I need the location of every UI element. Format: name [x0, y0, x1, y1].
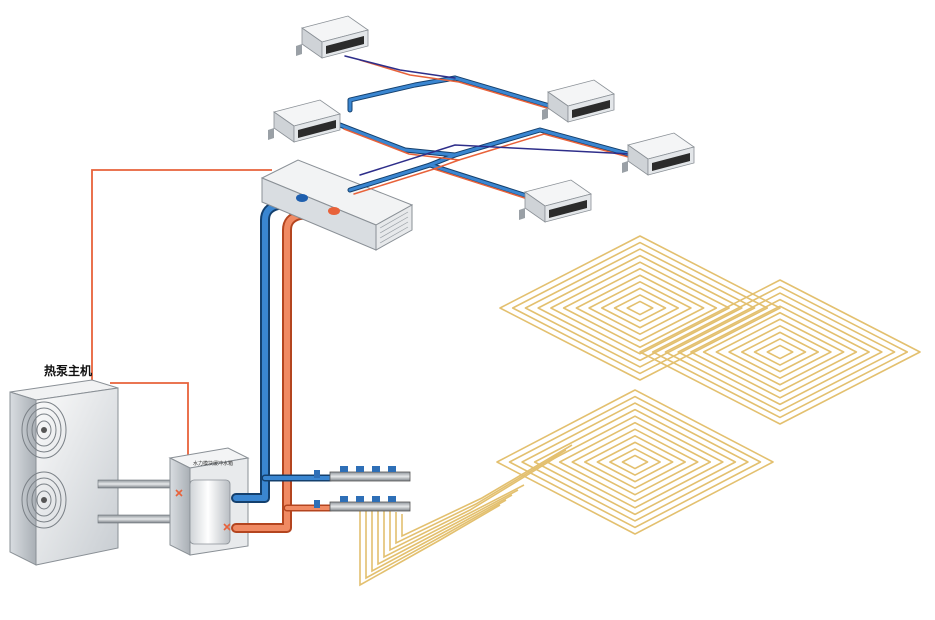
valve-knob [356, 466, 364, 472]
coil-loop [677, 298, 883, 406]
valve-knob [356, 496, 364, 502]
coil-loop [664, 292, 896, 412]
distribution-pipes [337, 55, 655, 210]
coil-loop [511, 241, 769, 375]
heat-pump-unit-icon: 热泵主机 [9, 363, 119, 566]
coil-loop [741, 331, 819, 373]
coil-loop [550, 261, 730, 355]
main-supply-return-pipes [231, 195, 338, 533]
coil-loop [533, 408, 737, 516]
coil-loop [496, 389, 774, 535]
valve-knob [388, 466, 396, 472]
coil-loop [558, 421, 712, 503]
coil-loop [753, 338, 807, 366]
coil-loop [702, 311, 858, 393]
valve-knob [340, 466, 348, 472]
coil-loop [728, 325, 832, 379]
control-wire [91, 169, 272, 455]
coil-loop [613, 294, 667, 322]
coil-loop [601, 287, 679, 329]
coil-loop [508, 395, 762, 529]
coil-loop [596, 441, 674, 483]
coil-loop [609, 448, 661, 476]
coil-loop [651, 285, 909, 419]
coil-loop [715, 318, 845, 386]
coil-loop [766, 344, 794, 360]
manifold-icon [314, 466, 411, 512]
coil-loop [575, 274, 705, 342]
fan-grille-icon [21, 401, 67, 529]
tank-label: 水力模块缓冲水箱 [193, 460, 233, 467]
valve-knob [388, 496, 396, 502]
coil-loop [639, 279, 921, 425]
duct-indoor-unit-icon [260, 159, 414, 251]
coil-loop [562, 267, 718, 349]
coil-loop [571, 428, 699, 496]
valve-knob [340, 496, 348, 502]
coil-loop [690, 305, 870, 399]
valve-knob [372, 496, 380, 502]
coil-loop [499, 235, 781, 381]
coil-loop [537, 254, 743, 362]
coil-loop [546, 415, 724, 509]
coil-loop [524, 248, 756, 368]
coil-loop [588, 281, 692, 335]
heat-pump-label: 热泵主机 [44, 363, 92, 378]
coil-loop [621, 454, 649, 470]
valve-knob [372, 466, 380, 472]
floor-heating-coil-icon [359, 235, 921, 587]
coil-loop [626, 300, 654, 316]
coil-loop [584, 435, 686, 489]
coil-loop [521, 402, 749, 522]
